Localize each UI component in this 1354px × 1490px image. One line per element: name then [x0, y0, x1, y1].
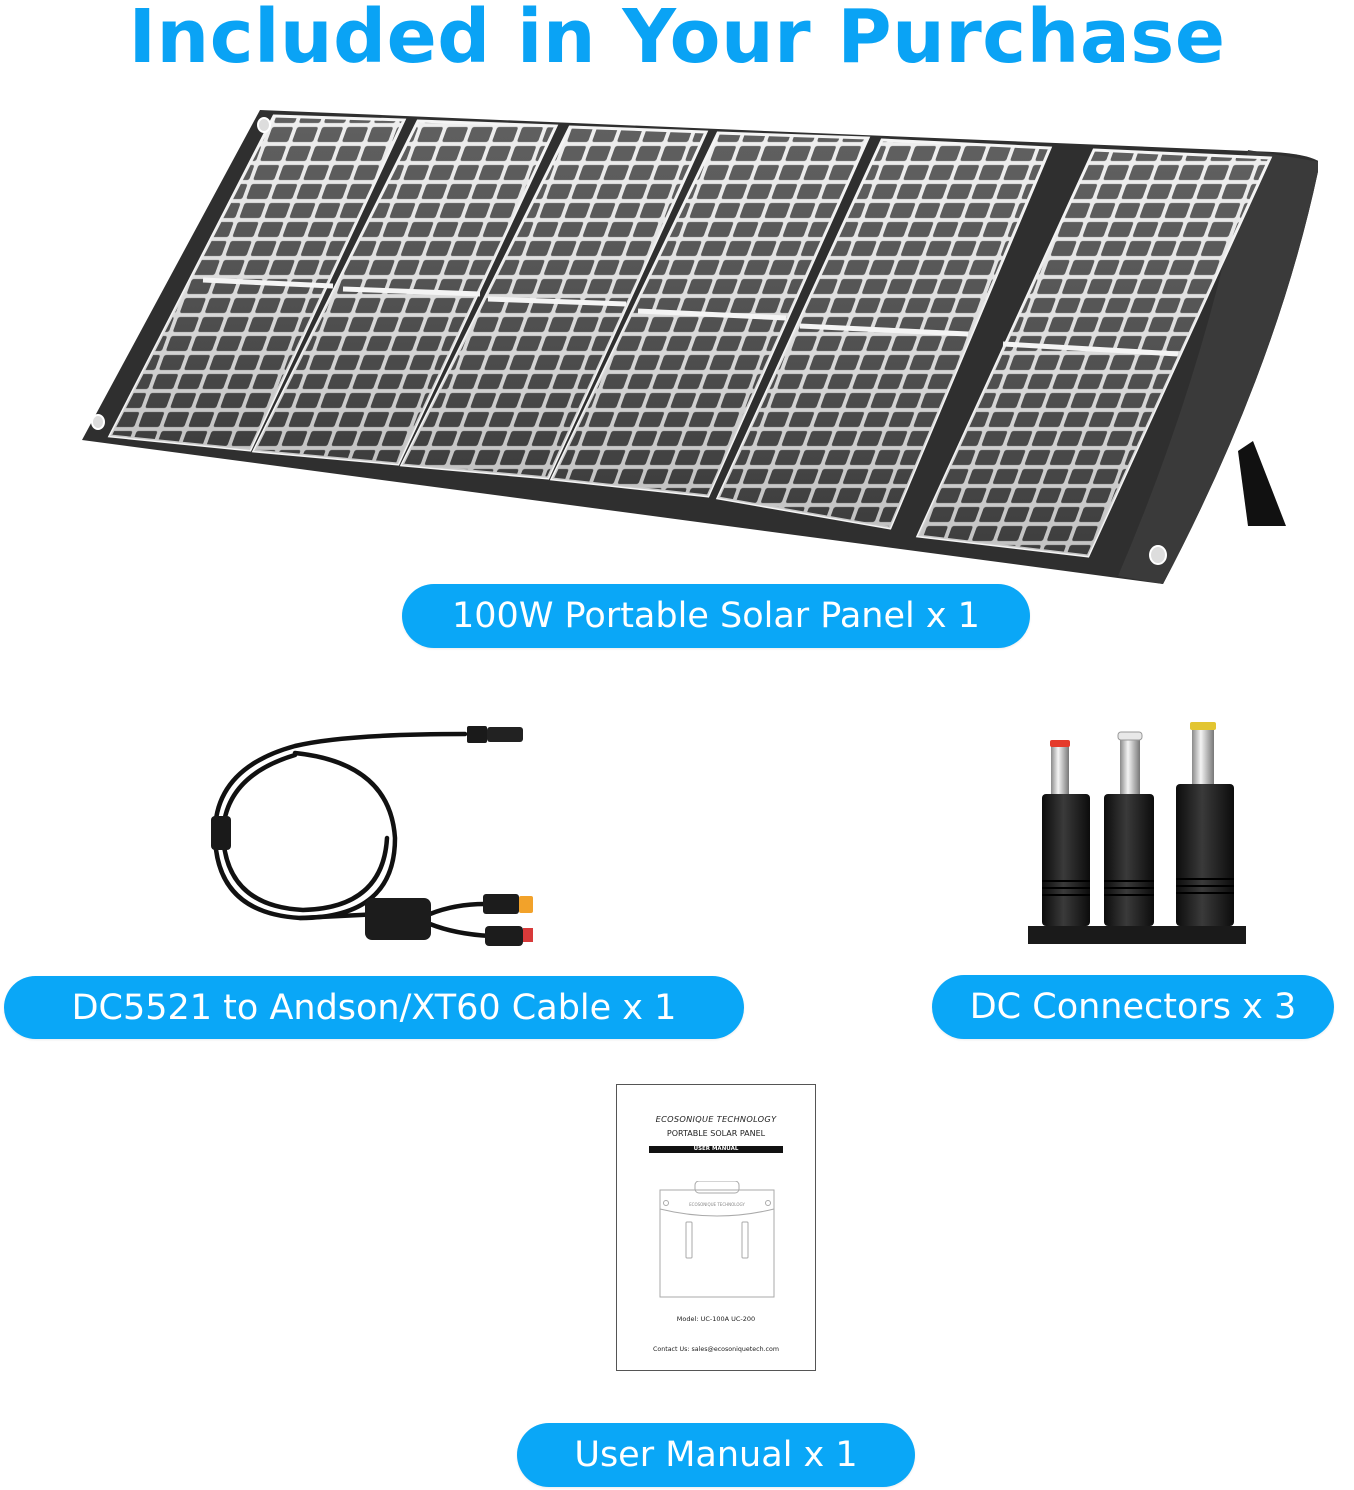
cable-image: [211, 726, 533, 946]
item-label-user-manual: User Manual x 1: [517, 1423, 915, 1487]
dc-connectors-image: [1028, 722, 1246, 944]
solar-panel-image: [82, 110, 1318, 584]
manual-brand: ECOSONIQUE TECHNOLOGY: [655, 1114, 777, 1124]
manual-model: Model: UC-100A UC-200: [676, 1315, 756, 1323]
manual-product: PORTABLE SOLAR PANEL: [666, 1129, 766, 1138]
item-label-dc-connectors: DC Connectors x 3: [932, 975, 1334, 1039]
manual-cover-drawing: ECOSONIQUE TECHNOLOGY: [659, 1181, 775, 1298]
item-label-solar-panel: 100W Portable Solar Panel x 1: [402, 584, 1030, 648]
user-manual-image: ECOSONIQUE TECHNOLOGY PORTABLE SOLAR PAN…: [616, 1084, 816, 1371]
manual-doc-type: USER MANUAL: [649, 1146, 783, 1153]
manual-contact: Contact Us: sales@ecosoniquetech.com: [652, 1346, 780, 1353]
svg-text:ECOSONIQUE TECHNOLOGY: ECOSONIQUE TECHNOLOGY: [689, 1202, 745, 1207]
page-title: Included in Your Purchase: [128, 0, 1226, 80]
item-label-cable: DC5521 to Andson/XT60 Cable x 1: [4, 976, 744, 1039]
